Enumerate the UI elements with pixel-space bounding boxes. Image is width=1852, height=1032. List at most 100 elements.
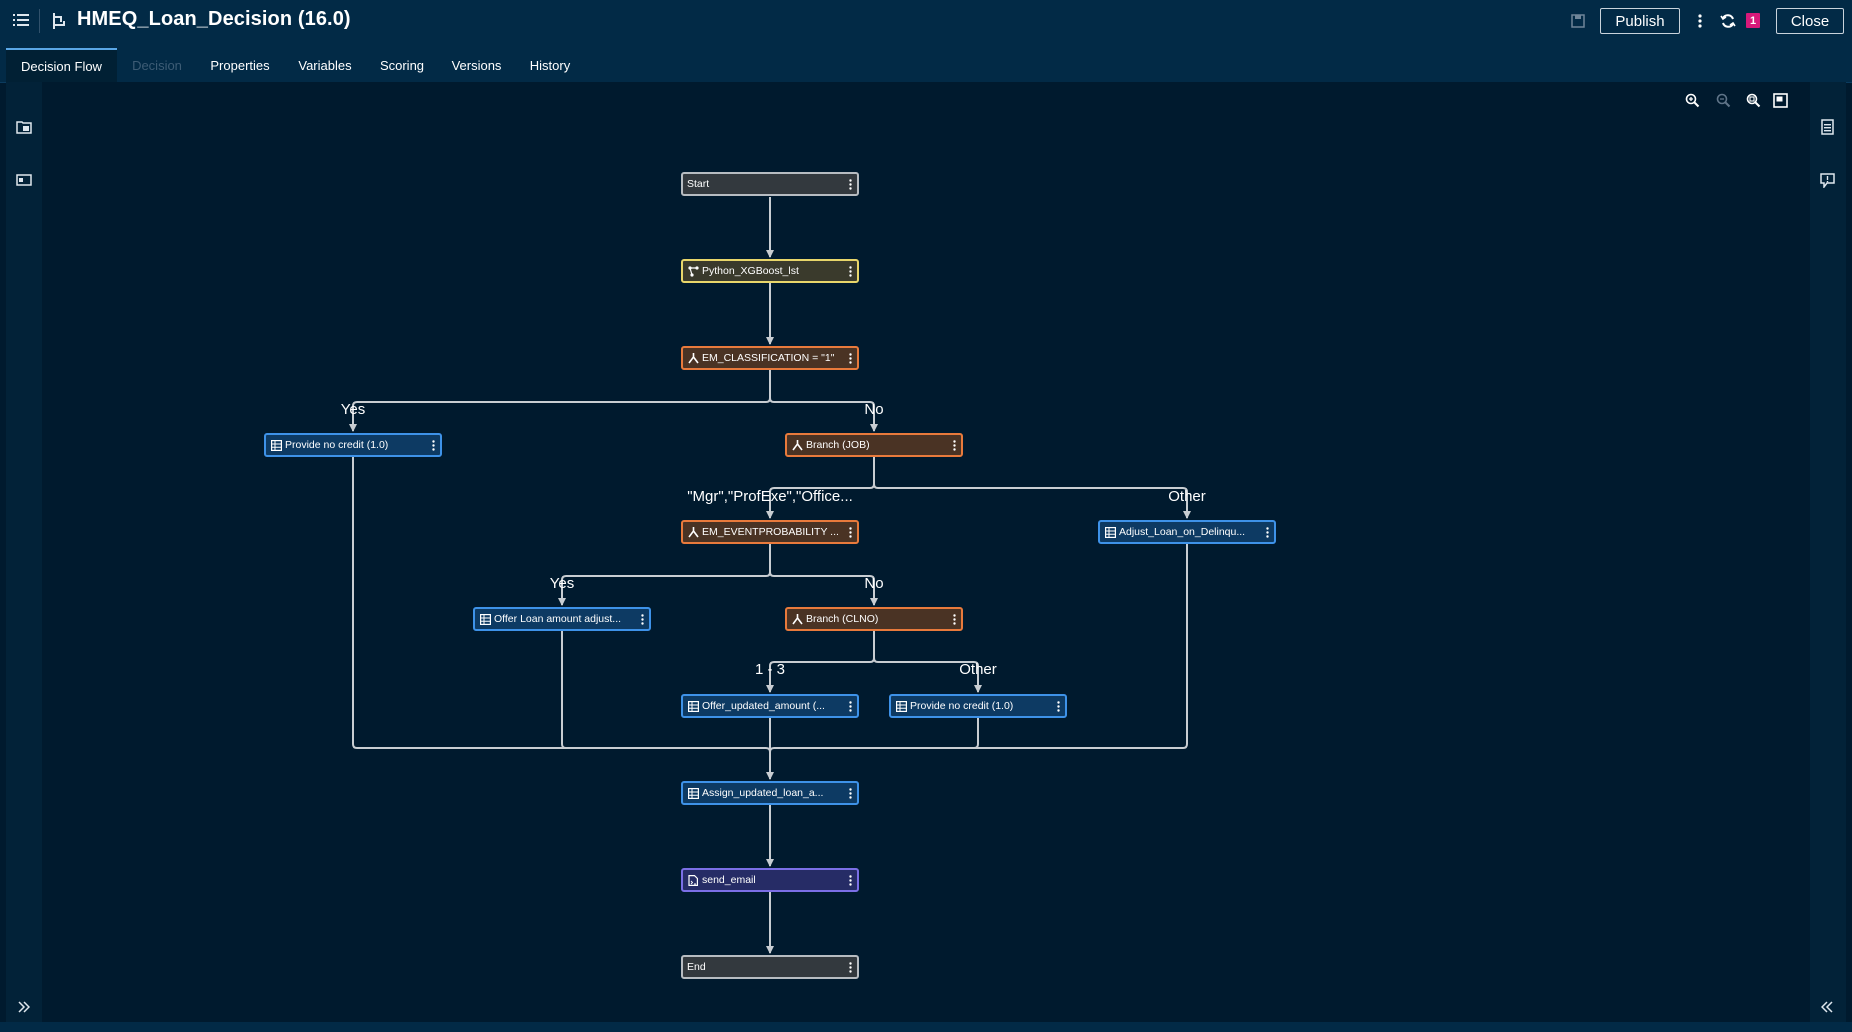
variables-panel-icon[interactable] <box>14 170 34 190</box>
node-label: EM_EVENTPROBABILITY ... <box>702 526 839 538</box>
edge-event-yes <box>558 544 771 606</box>
node-label: EM_CLASSIFICATION = "1" <box>702 352 835 364</box>
node-label: Provide no credit (1.0) <box>910 700 1014 712</box>
ruleset-icon <box>895 700 907 712</box>
ruleset-icon <box>687 700 699 712</box>
node-menu-icon[interactable] <box>843 523 857 541</box>
branch-icon <box>791 613 803 625</box>
node-label: Offer Loan amount adjust... <box>494 613 622 625</box>
node-label: End <box>687 961 706 973</box>
flow-node-end[interactable]: End <box>681 955 859 979</box>
expand-left-panel-icon[interactable] <box>14 997 34 1017</box>
edge-clno-range <box>766 631 875 693</box>
bottom-strip <box>0 1022 1852 1032</box>
edge-merge-no-credit-2 <box>774 718 979 749</box>
edge-label-no: No <box>864 575 884 592</box>
edge-label-range: 1 - 3 <box>754 661 786 678</box>
edge-classification-yes <box>349 370 771 432</box>
node-label: Python_XGBoost_lst <box>702 265 799 277</box>
edge-label-other: Other <box>1168 488 1206 505</box>
edge-label-job-group: "Mgr","ProfExe","Office... <box>687 488 853 505</box>
right-rail <box>1810 82 1846 1024</box>
header-divider <box>39 9 40 33</box>
node-label: Adjust_Loan_on_Delinqu... <box>1119 526 1246 538</box>
node-menu-icon[interactable] <box>947 610 961 628</box>
node-menu-icon[interactable] <box>635 610 649 628</box>
node-menu-icon[interactable] <box>843 958 857 976</box>
ruleset-icon <box>687 787 699 799</box>
edge-classification-no <box>769 370 878 432</box>
close-button[interactable]: Close <box>1776 8 1844 34</box>
flow-node-python-model[interactable]: Python_XGBoost_lst <box>681 259 859 283</box>
hamburger-menu-icon[interactable] <box>11 11 31 29</box>
node-label: Branch (CLNO) <box>806 613 879 625</box>
branch-icon <box>687 352 699 364</box>
flow-canvas[interactable] <box>42 82 1810 1022</box>
edge-clno-other <box>873 631 982 693</box>
node-menu-icon[interactable] <box>843 262 857 280</box>
edge-label-yes: Yes <box>340 401 366 418</box>
tab-variables[interactable]: Variables <box>298 57 352 73</box>
node-menu-icon[interactable] <box>843 175 857 193</box>
edge-event-no <box>769 544 878 606</box>
node-label: Start <box>687 178 710 190</box>
model-icon <box>687 265 699 277</box>
ruleset-icon <box>479 613 491 625</box>
ruleset-icon <box>270 439 282 451</box>
objects-panel-icon[interactable] <box>14 117 34 137</box>
tab-history[interactable]: History <box>529 57 571 73</box>
flow-node-em-eventprobability[interactable]: EM_EVENTPROBABILITY ... <box>681 520 859 544</box>
node-menu-icon[interactable] <box>843 871 857 889</box>
left-rail <box>6 82 42 1024</box>
tab-decision-flow[interactable]: Decision Flow <box>6 48 117 82</box>
flow-node-branch-clno[interactable]: Branch (CLNO) <box>785 607 963 631</box>
flow-node-start[interactable]: Start <box>681 172 859 196</box>
node-label: send_email <box>702 874 756 886</box>
node-menu-icon[interactable] <box>843 349 857 367</box>
zoom-out-icon[interactable] <box>1714 91 1732 109</box>
overview-icon[interactable] <box>1771 91 1789 109</box>
node-label: Offer_updated_amount (... <box>702 700 825 712</box>
zoom-in-icon[interactable] <box>1683 91 1701 109</box>
decision-flow-icon <box>51 12 67 30</box>
flow-node-provide-no-credit[interactable]: Provide no credit (1.0) <box>264 433 442 457</box>
edge-merge-offer-loan <box>561 631 766 749</box>
collapse-right-panel-icon[interactable] <box>1817 997 1837 1017</box>
save-icon[interactable] <box>1568 11 1588 31</box>
sync-icon[interactable] <box>1718 11 1738 31</box>
properties-panel-icon[interactable] <box>1817 117 1837 137</box>
node-menu-icon[interactable] <box>1260 523 1274 541</box>
notification-badge[interactable]: 1 <box>1746 13 1760 28</box>
page-title: HMEQ_Loan_Decision (16.0) <box>77 8 351 30</box>
edge-label-no: No <box>864 401 884 418</box>
node-label: Provide no credit (1.0) <box>285 439 389 451</box>
flow-node-offer-updated-amount[interactable]: Offer_updated_amount (... <box>681 694 859 718</box>
node-menu-icon[interactable] <box>426 436 440 454</box>
edge-label-yes: Yes <box>549 575 575 592</box>
node-label: Branch (JOB) <box>806 439 870 451</box>
comments-panel-icon[interactable] <box>1817 170 1837 190</box>
tab-properties[interactable]: Properties <box>210 57 270 73</box>
node-menu-icon[interactable] <box>947 436 961 454</box>
flow-node-provide-no-credit-2[interactable]: Provide no credit (1.0) <box>889 694 1067 718</box>
flow-node-send-email[interactable]: send_email <box>681 868 859 892</box>
node-menu-icon[interactable] <box>843 697 857 715</box>
app-header <box>0 0 1852 42</box>
tab-decision: Decision <box>132 57 182 73</box>
node-menu-icon[interactable] <box>843 784 857 802</box>
edge-label-other: Other <box>959 661 997 678</box>
branch-icon <box>687 526 699 538</box>
ruleset-icon <box>1104 526 1116 538</box>
zoom-fit-icon[interactable] <box>1744 91 1762 109</box>
flow-node-offer-loan[interactable]: Offer Loan amount adjust... <box>473 607 651 631</box>
flow-node-assign-updated-loan[interactable]: Assign_updated_loan_a... <box>681 781 859 805</box>
more-vertical-icon[interactable] <box>1692 11 1708 31</box>
flow-node-branch-job[interactable]: Branch (JOB) <box>785 433 963 457</box>
flow-node-em-classification[interactable]: EM_CLASSIFICATION = "1" <box>681 346 859 370</box>
tab-scoring[interactable]: Scoring <box>379 57 425 73</box>
publish-button[interactable]: Publish <box>1600 8 1680 34</box>
node-menu-icon[interactable] <box>1051 697 1065 715</box>
flow-node-adjust-loan[interactable]: Adjust_Loan_on_Delinqu... <box>1098 520 1276 544</box>
tab-versions[interactable]: Versions <box>451 57 502 73</box>
